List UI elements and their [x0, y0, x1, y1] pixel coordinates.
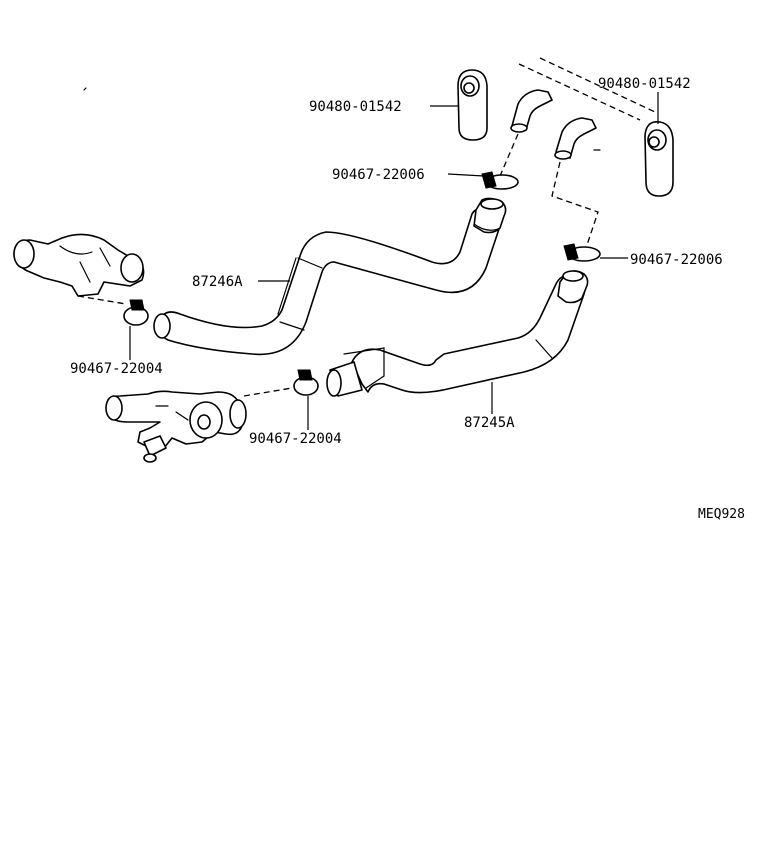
hose-87246A[interactable]	[153, 197, 507, 356]
water-outlet-housing[interactable]	[13, 233, 145, 297]
clamp-upper-left[interactable]	[481, 171, 519, 190]
label-clamp-lower-left: 90467-22004	[70, 361, 163, 377]
label-hose-87246A: 87246A	[192, 274, 243, 290]
clamp-upper-right[interactable]	[563, 243, 601, 262]
label-grommet-right: 90480-01542	[598, 76, 691, 92]
elbow-hose-top-left[interactable]	[510, 89, 553, 133]
clamp-lower-mid[interactable]	[293, 369, 319, 396]
dashed-connector-2	[551, 161, 599, 249]
hose-87245A[interactable]	[326, 270, 589, 397]
dashed-connector-3	[77, 295, 127, 305]
grommet-right[interactable]	[644, 120, 674, 197]
stray-mark	[83, 87, 87, 91]
clamp-lower-left[interactable]	[123, 299, 149, 326]
water-inlet-assembly[interactable]	[105, 390, 247, 463]
label-grommet-left: 90480-01542	[309, 99, 402, 115]
elbow-hose-top-right[interactable]	[554, 117, 601, 160]
label-clamp-lower-mid: 90467-22004	[249, 431, 342, 447]
grommet-left[interactable]	[457, 69, 488, 141]
leader-lines	[129, 92, 659, 430]
dashed-connector-1	[499, 133, 519, 177]
reference-lines	[518, 57, 656, 121]
diagram-code: MEQ928	[698, 507, 745, 522]
label-clamp-upper-right: 90467-22006	[630, 252, 723, 268]
label-hose-87245A: 87245A	[464, 415, 515, 431]
dashed-connector-4	[243, 387, 293, 397]
label-clamp-upper-left: 90467-22006	[332, 167, 425, 183]
